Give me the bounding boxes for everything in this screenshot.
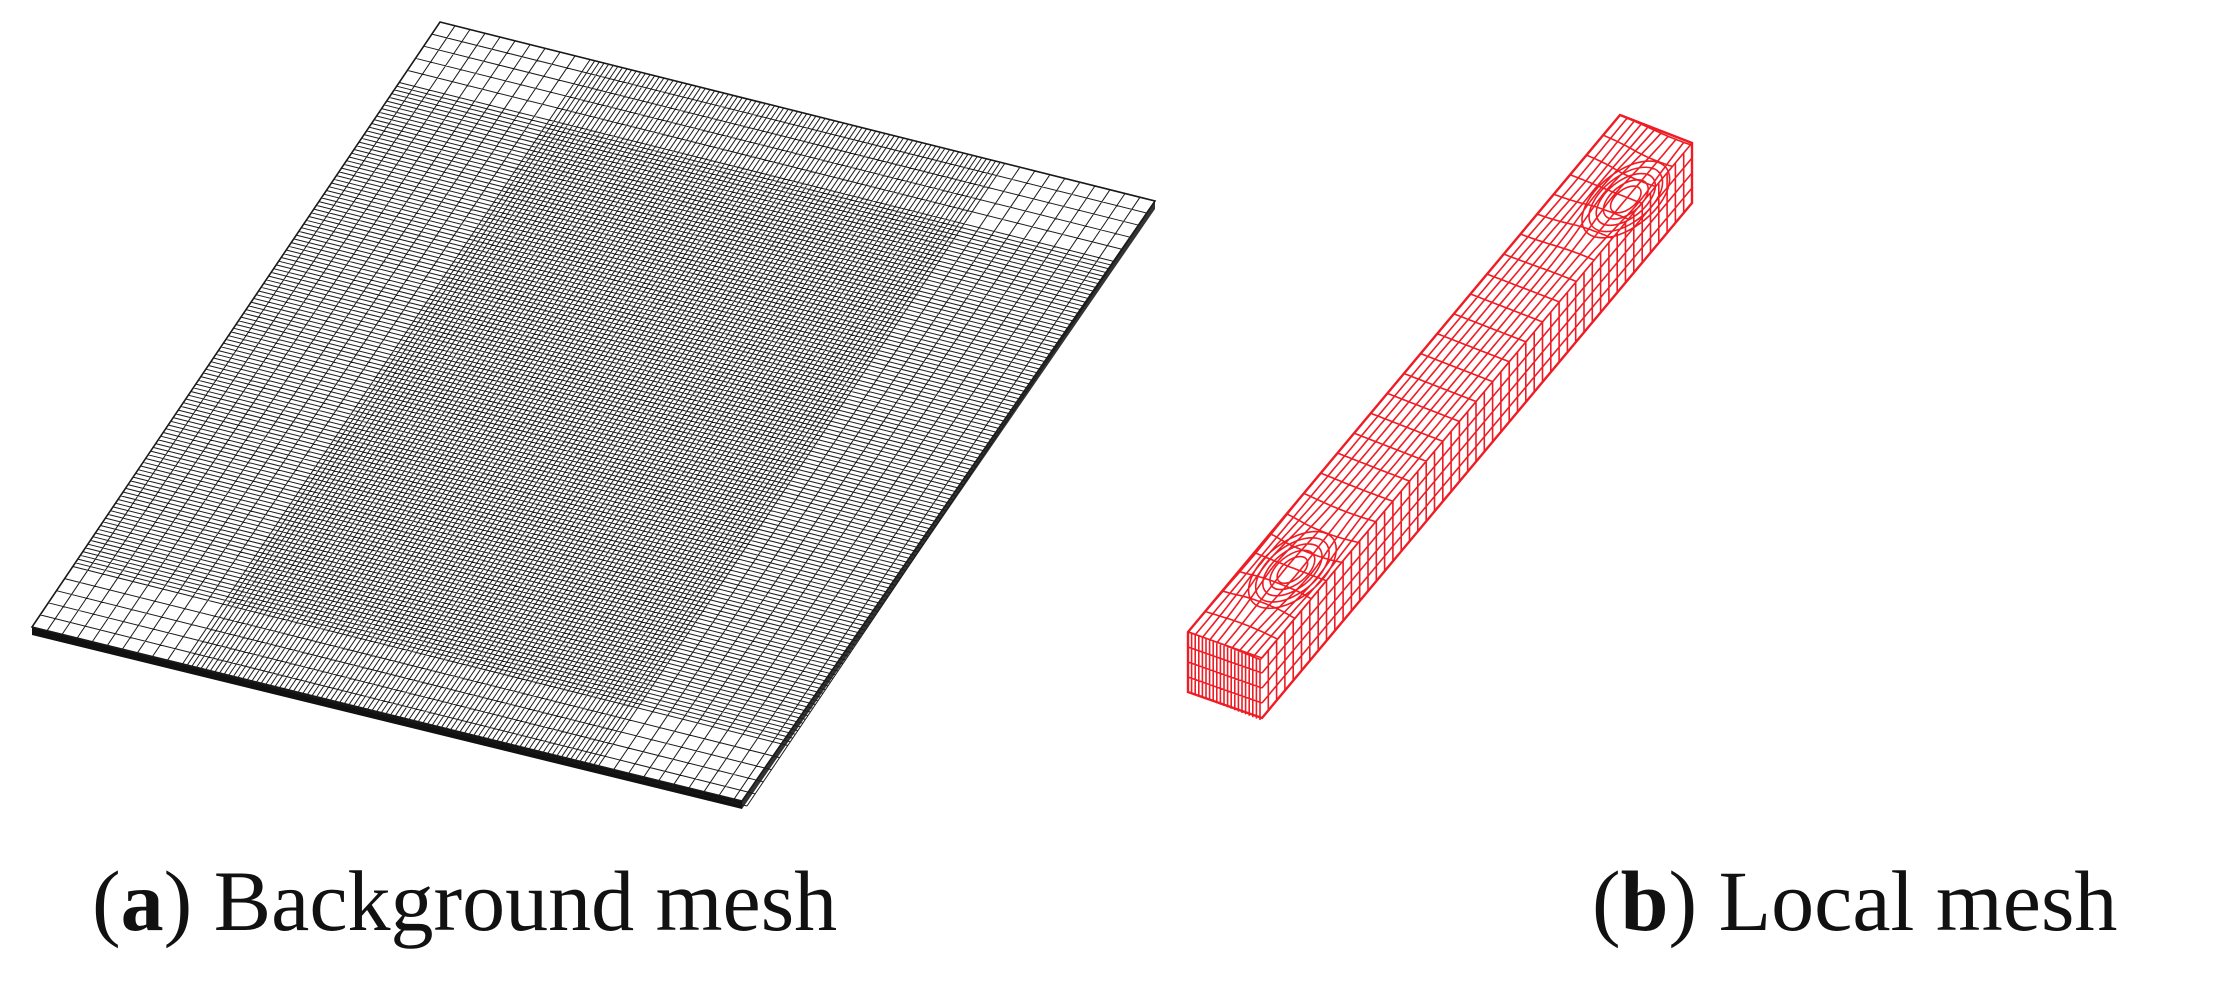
caption-b-text: Local mesh [1718,853,2118,949]
caption-b-letter: b [1620,853,1669,949]
local-mesh-wireframe-lines [1187,114,1693,720]
caption-a: (a) Background mesh [92,853,838,949]
background-mesh-grid-lines [31,21,1156,807]
caption-a-letter: a [120,853,164,949]
plate-side-edge [742,201,1155,809]
plate-front-edge [32,627,742,809]
background-mesh-plate [30,21,1157,809]
local-mesh-block [1186,113,1694,720]
local-mesh-outline [1186,113,1694,720]
caption-a-text: Background mesh [213,853,838,949]
caption-b: (b) Local mesh [1592,853,2118,949]
